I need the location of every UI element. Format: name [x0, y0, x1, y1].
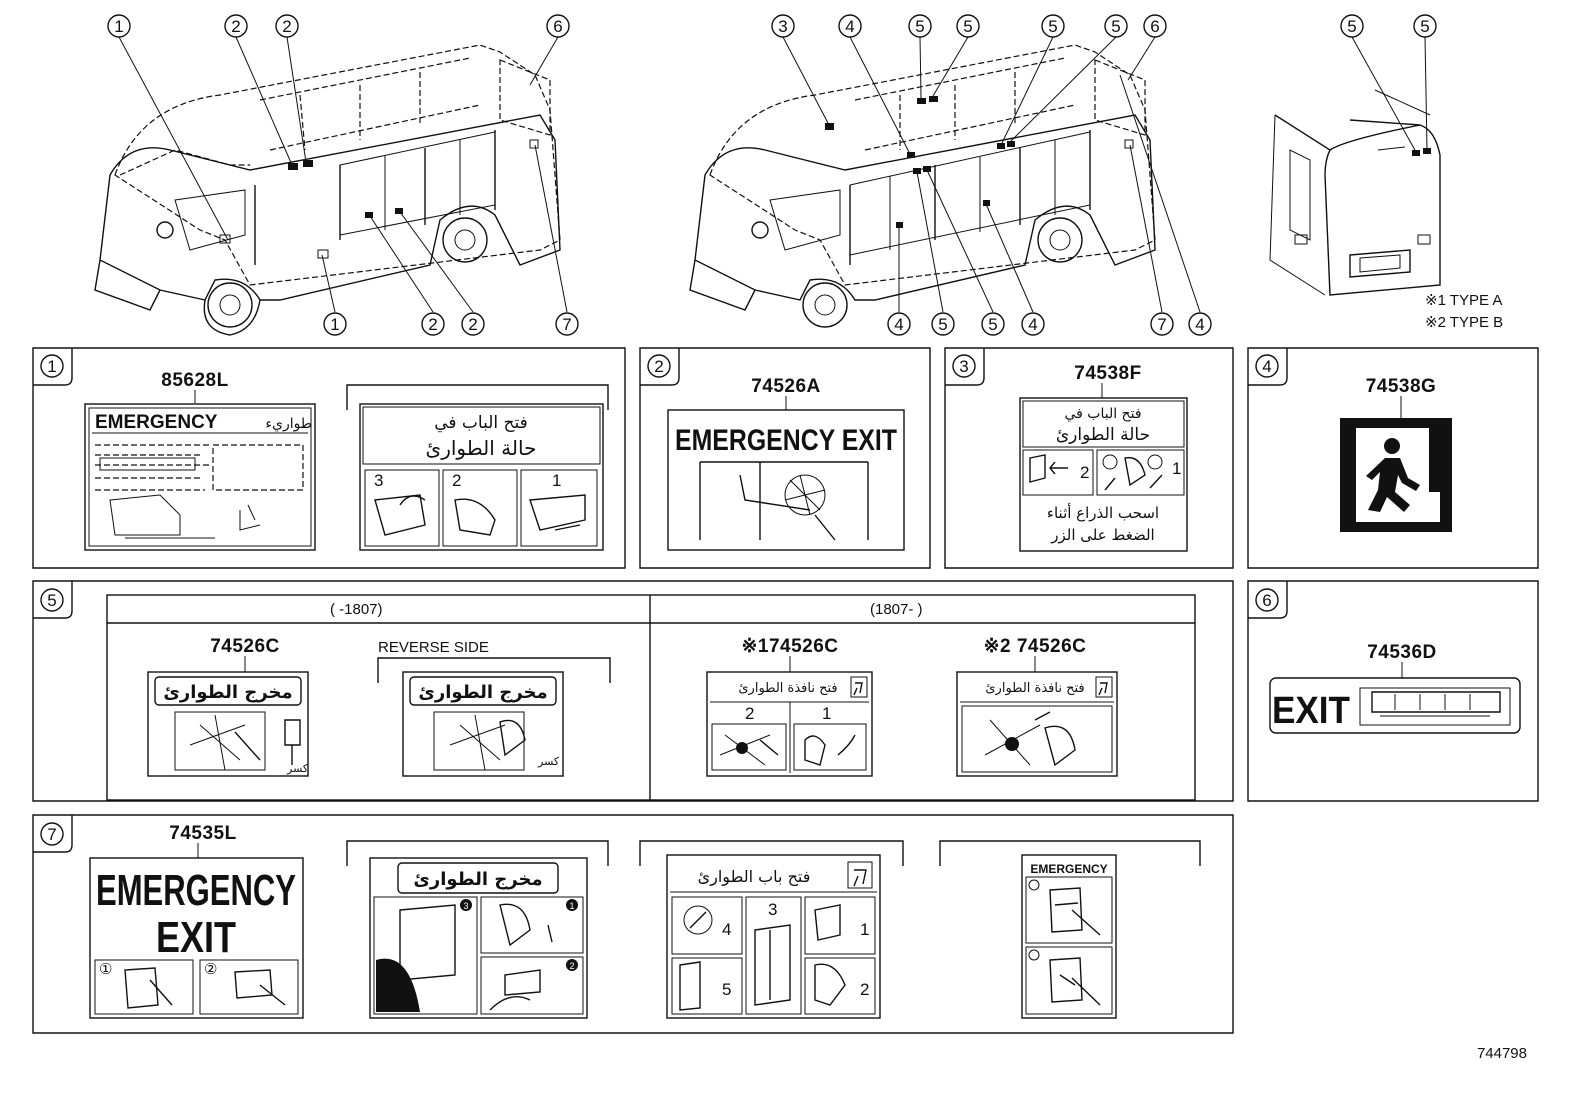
- panel-2: 2 74526A EMERGENCY EXIT: [639, 347, 931, 569]
- exit-big-label: EXIT: [156, 913, 236, 962]
- svg-text:2: 2: [860, 980, 869, 999]
- panel-6: 6 74536D EXIT: [1247, 580, 1539, 802]
- panel-1: 1 85628L EMERGENCY طواريء فتح الباب في ح…: [32, 347, 626, 569]
- svg-text:7: 7: [47, 825, 56, 844]
- svg-text:7: 7: [1157, 315, 1166, 334]
- callout-markers: 1 2 2 6 1 2 2 7 3 4 5 5 5 5 6 4 5 5 4 7 …: [107, 14, 1437, 336]
- svg-text:اسحب الذراع أثناء: اسحب الذراع أثناء: [1047, 503, 1159, 522]
- svg-text:فتح نافذة الطوارئ: فتح نافذة الطوارئ: [985, 681, 1084, 696]
- svg-text:كسر: كسر: [537, 755, 560, 768]
- svg-text:2: 2: [745, 704, 754, 723]
- svg-text:كسر: كسر: [286, 762, 309, 775]
- svg-text:1: 1: [330, 315, 339, 334]
- running-man-icon: [1366, 438, 1420, 512]
- svg-text:حالة الطوارئ: حالة الطوارئ: [1056, 425, 1150, 445]
- emergency-exit-label: EMERGENCY EXIT: [675, 424, 897, 457]
- svg-text:5: 5: [1111, 17, 1120, 36]
- svg-text:فتح الباب في: فتح الباب في: [1064, 406, 1141, 422]
- svg-text:3: 3: [768, 900, 777, 919]
- svg-text:2: 2: [231, 17, 240, 36]
- svg-text:2: 2: [468, 315, 477, 334]
- range-header-after: (1807- ): [870, 601, 923, 618]
- part-number-type-b-74526C: ※2 74526C: [984, 636, 1087, 657]
- svg-text:6: 6: [553, 17, 562, 36]
- svg-text:②: ②: [204, 961, 217, 978]
- svg-text:5: 5: [722, 980, 731, 999]
- figure-id: 744798: [1477, 1045, 1527, 1062]
- legend-type-b: ※2 TYPE B: [1425, 314, 1503, 331]
- svg-text:1: 1: [822, 704, 831, 723]
- range-header-before: ( -1807): [330, 601, 383, 618]
- svg-text:1: 1: [552, 471, 561, 490]
- svg-text:2: 2: [654, 357, 663, 376]
- svg-text:1: 1: [47, 357, 56, 376]
- emergency-small-label: EMERGENCY: [1030, 862, 1107, 876]
- svg-text:2: 2: [282, 17, 291, 36]
- legend-type-a: ※1 TYPE A: [1425, 292, 1502, 309]
- part-number-74526C: 74526C: [210, 636, 280, 657]
- svg-text:5: 5: [938, 315, 947, 334]
- panel-5: 5 ( -1807) (1807- ) 74526C مخرج الطوارئ …: [32, 580, 1234, 802]
- svg-text:5: 5: [915, 17, 924, 36]
- svg-text:طواريء: طواريء: [265, 416, 312, 432]
- bus-view-middle: [689, 36, 1201, 328]
- svg-text:4: 4: [845, 17, 854, 36]
- svg-text:5: 5: [1420, 17, 1429, 36]
- panel-7: 7 74535L EMERGENCY EXIT ① ② مخرج الطوارئ…: [32, 814, 1234, 1034]
- part-number-74538F: 74538F: [1074, 363, 1141, 384]
- part-number-74538G: 74538G: [1366, 376, 1437, 397]
- svg-text:3: 3: [463, 901, 468, 911]
- svg-text:2: 2: [428, 315, 437, 334]
- svg-text:5: 5: [988, 315, 997, 334]
- part-number-74526A: 74526A: [751, 376, 821, 397]
- svg-text:①: ①: [99, 961, 112, 978]
- svg-text:5: 5: [47, 591, 56, 610]
- part-number-74536D: 74536D: [1367, 642, 1437, 663]
- svg-text:1: 1: [569, 901, 574, 911]
- bus-view-rear: [1269, 36, 1441, 296]
- svg-text:4: 4: [1195, 315, 1204, 334]
- svg-text:1: 1: [114, 17, 123, 36]
- svg-text:3: 3: [374, 471, 383, 490]
- svg-text:1: 1: [1172, 459, 1181, 478]
- svg-text:3: 3: [959, 357, 968, 376]
- part-number-type-a-74526C: ※174526C: [741, 636, 838, 657]
- svg-text:2: 2: [452, 471, 461, 490]
- svg-text:1: 1: [860, 920, 869, 939]
- exit-label: EXIT: [1272, 690, 1350, 732]
- svg-text:4: 4: [894, 315, 903, 334]
- reverse-side-label: REVERSE SIDE: [378, 639, 489, 656]
- svg-text:4: 4: [1028, 315, 1037, 334]
- panel-3: 3 74538F فتح الباب في حالة الطوارئ 2 1 ا…: [944, 347, 1234, 569]
- svg-text:الضغط على الزر: الضغط على الزر: [1050, 526, 1154, 544]
- svg-text:فتح نافذة الطوارئ: فتح نافذة الطوارئ: [738, 681, 837, 696]
- svg-text:مخرج الطوارئ: مخرج الطوارئ: [418, 682, 547, 703]
- bus-view-left: [94, 36, 568, 336]
- svg-text:3: 3: [778, 17, 787, 36]
- svg-text:مخرج الطوارئ: مخرج الطوارئ: [163, 682, 292, 703]
- svg-text:4: 4: [1262, 357, 1271, 376]
- svg-text:2: 2: [1080, 463, 1089, 482]
- part-number-85628L: 85628L: [161, 370, 228, 391]
- svg-text:6: 6: [1262, 591, 1271, 610]
- part-number-74535L: 74535L: [169, 823, 236, 844]
- svg-text:مخرج الطوارئ: مخرج الطوارئ: [413, 869, 542, 890]
- svg-text:7: 7: [562, 315, 571, 334]
- svg-text:حالة الطوارئ: حالة الطوارئ: [426, 436, 537, 460]
- svg-text:4: 4: [722, 920, 731, 939]
- svg-text:5: 5: [1347, 17, 1356, 36]
- svg-text:2: 2: [569, 961, 574, 971]
- svg-text:6: 6: [1150, 17, 1159, 36]
- panel-4: 4 74538G: [1247, 347, 1539, 569]
- emergency-big-label: EMERGENCY: [96, 866, 296, 915]
- svg-text:فتح باب الطوارئ: فتح باب الطوارئ: [698, 867, 811, 887]
- emergency-label: EMERGENCY: [95, 412, 218, 433]
- svg-text:5: 5: [963, 17, 972, 36]
- svg-text:فتح الباب في: فتح الباب في: [434, 413, 528, 433]
- svg-text:5: 5: [1048, 17, 1057, 36]
